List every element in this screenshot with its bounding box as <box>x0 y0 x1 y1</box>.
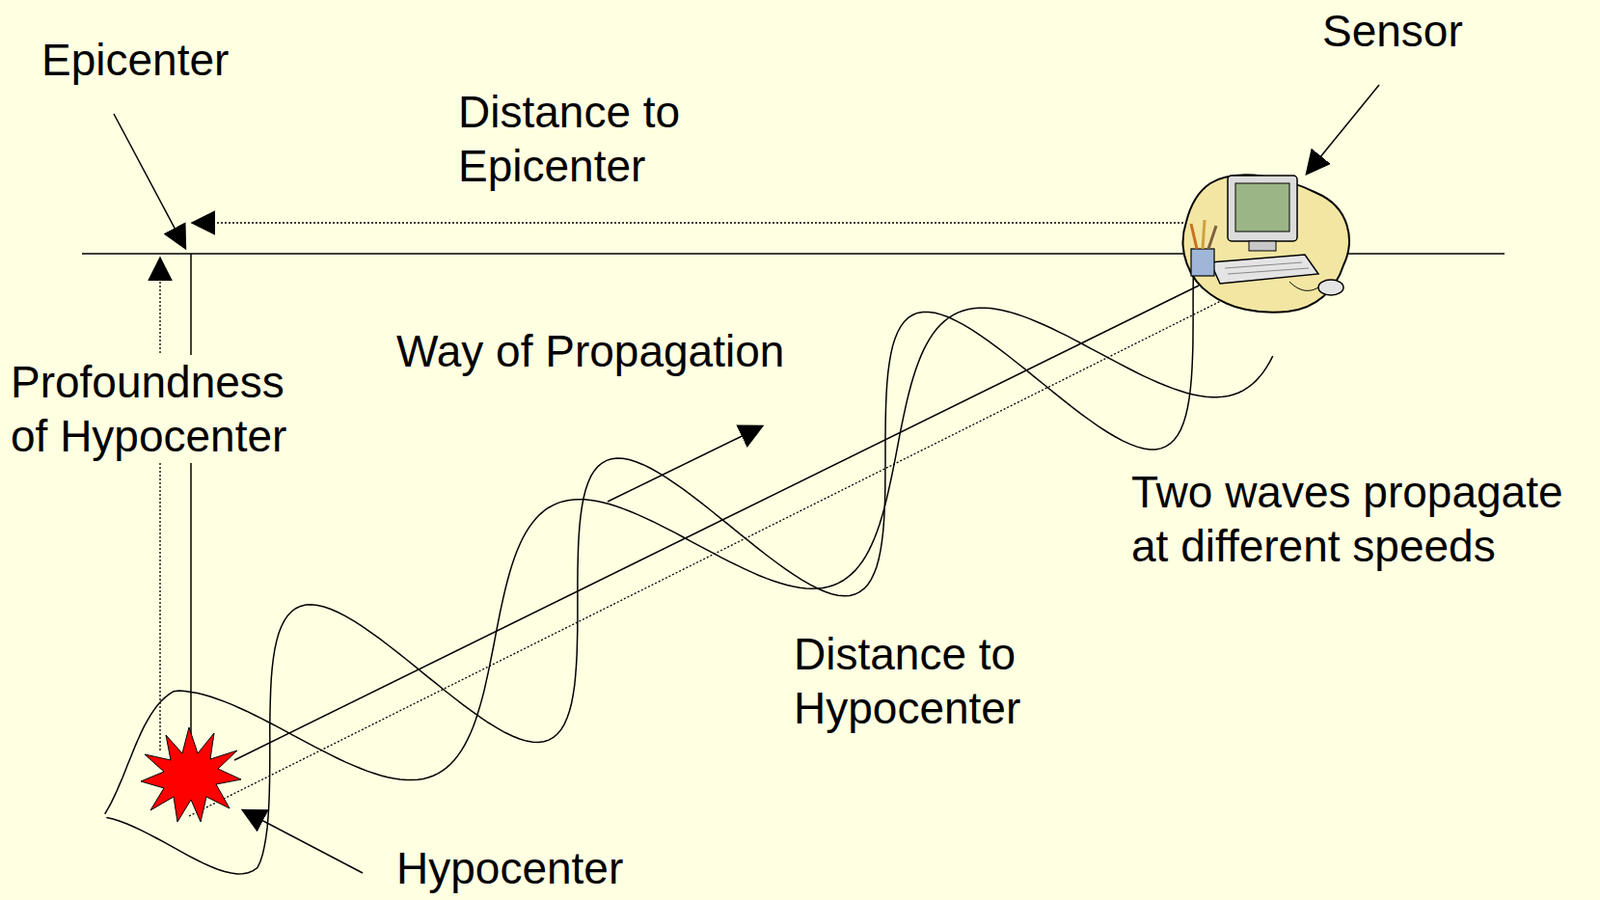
depth-arrow <box>159 258 161 751</box>
epicenter-distance-arrow <box>192 221 1184 223</box>
epicenter-label: Epicenter <box>38 32 232 87</box>
distance-label: Distance to Epicenter <box>455 84 708 193</box>
hypocenter-leader <box>243 810 363 873</box>
depth-label: Profoundness of Hypocenter <box>7 354 298 463</box>
depth-line <box>189 253 192 776</box>
distance-label: Distance to Hypocenter <box>790 626 1081 735</box>
propagation-line <box>234 285 1199 760</box>
computer-icon <box>1183 174 1350 313</box>
hypocenter-label: Hypocenter <box>393 842 626 894</box>
sensor-label: Sensor <box>1319 3 1466 58</box>
sensor-leader <box>1306 84 1380 174</box>
hypocenter-burst <box>140 727 242 822</box>
propagation-label: Way of Propagation <box>393 324 787 379</box>
epicenter-leader <box>113 113 186 248</box>
propagation-arrow <box>607 426 762 502</box>
wave-curve <box>106 202 1200 874</box>
note-label: Two waves propagate at different speeds <box>1128 464 1584 573</box>
